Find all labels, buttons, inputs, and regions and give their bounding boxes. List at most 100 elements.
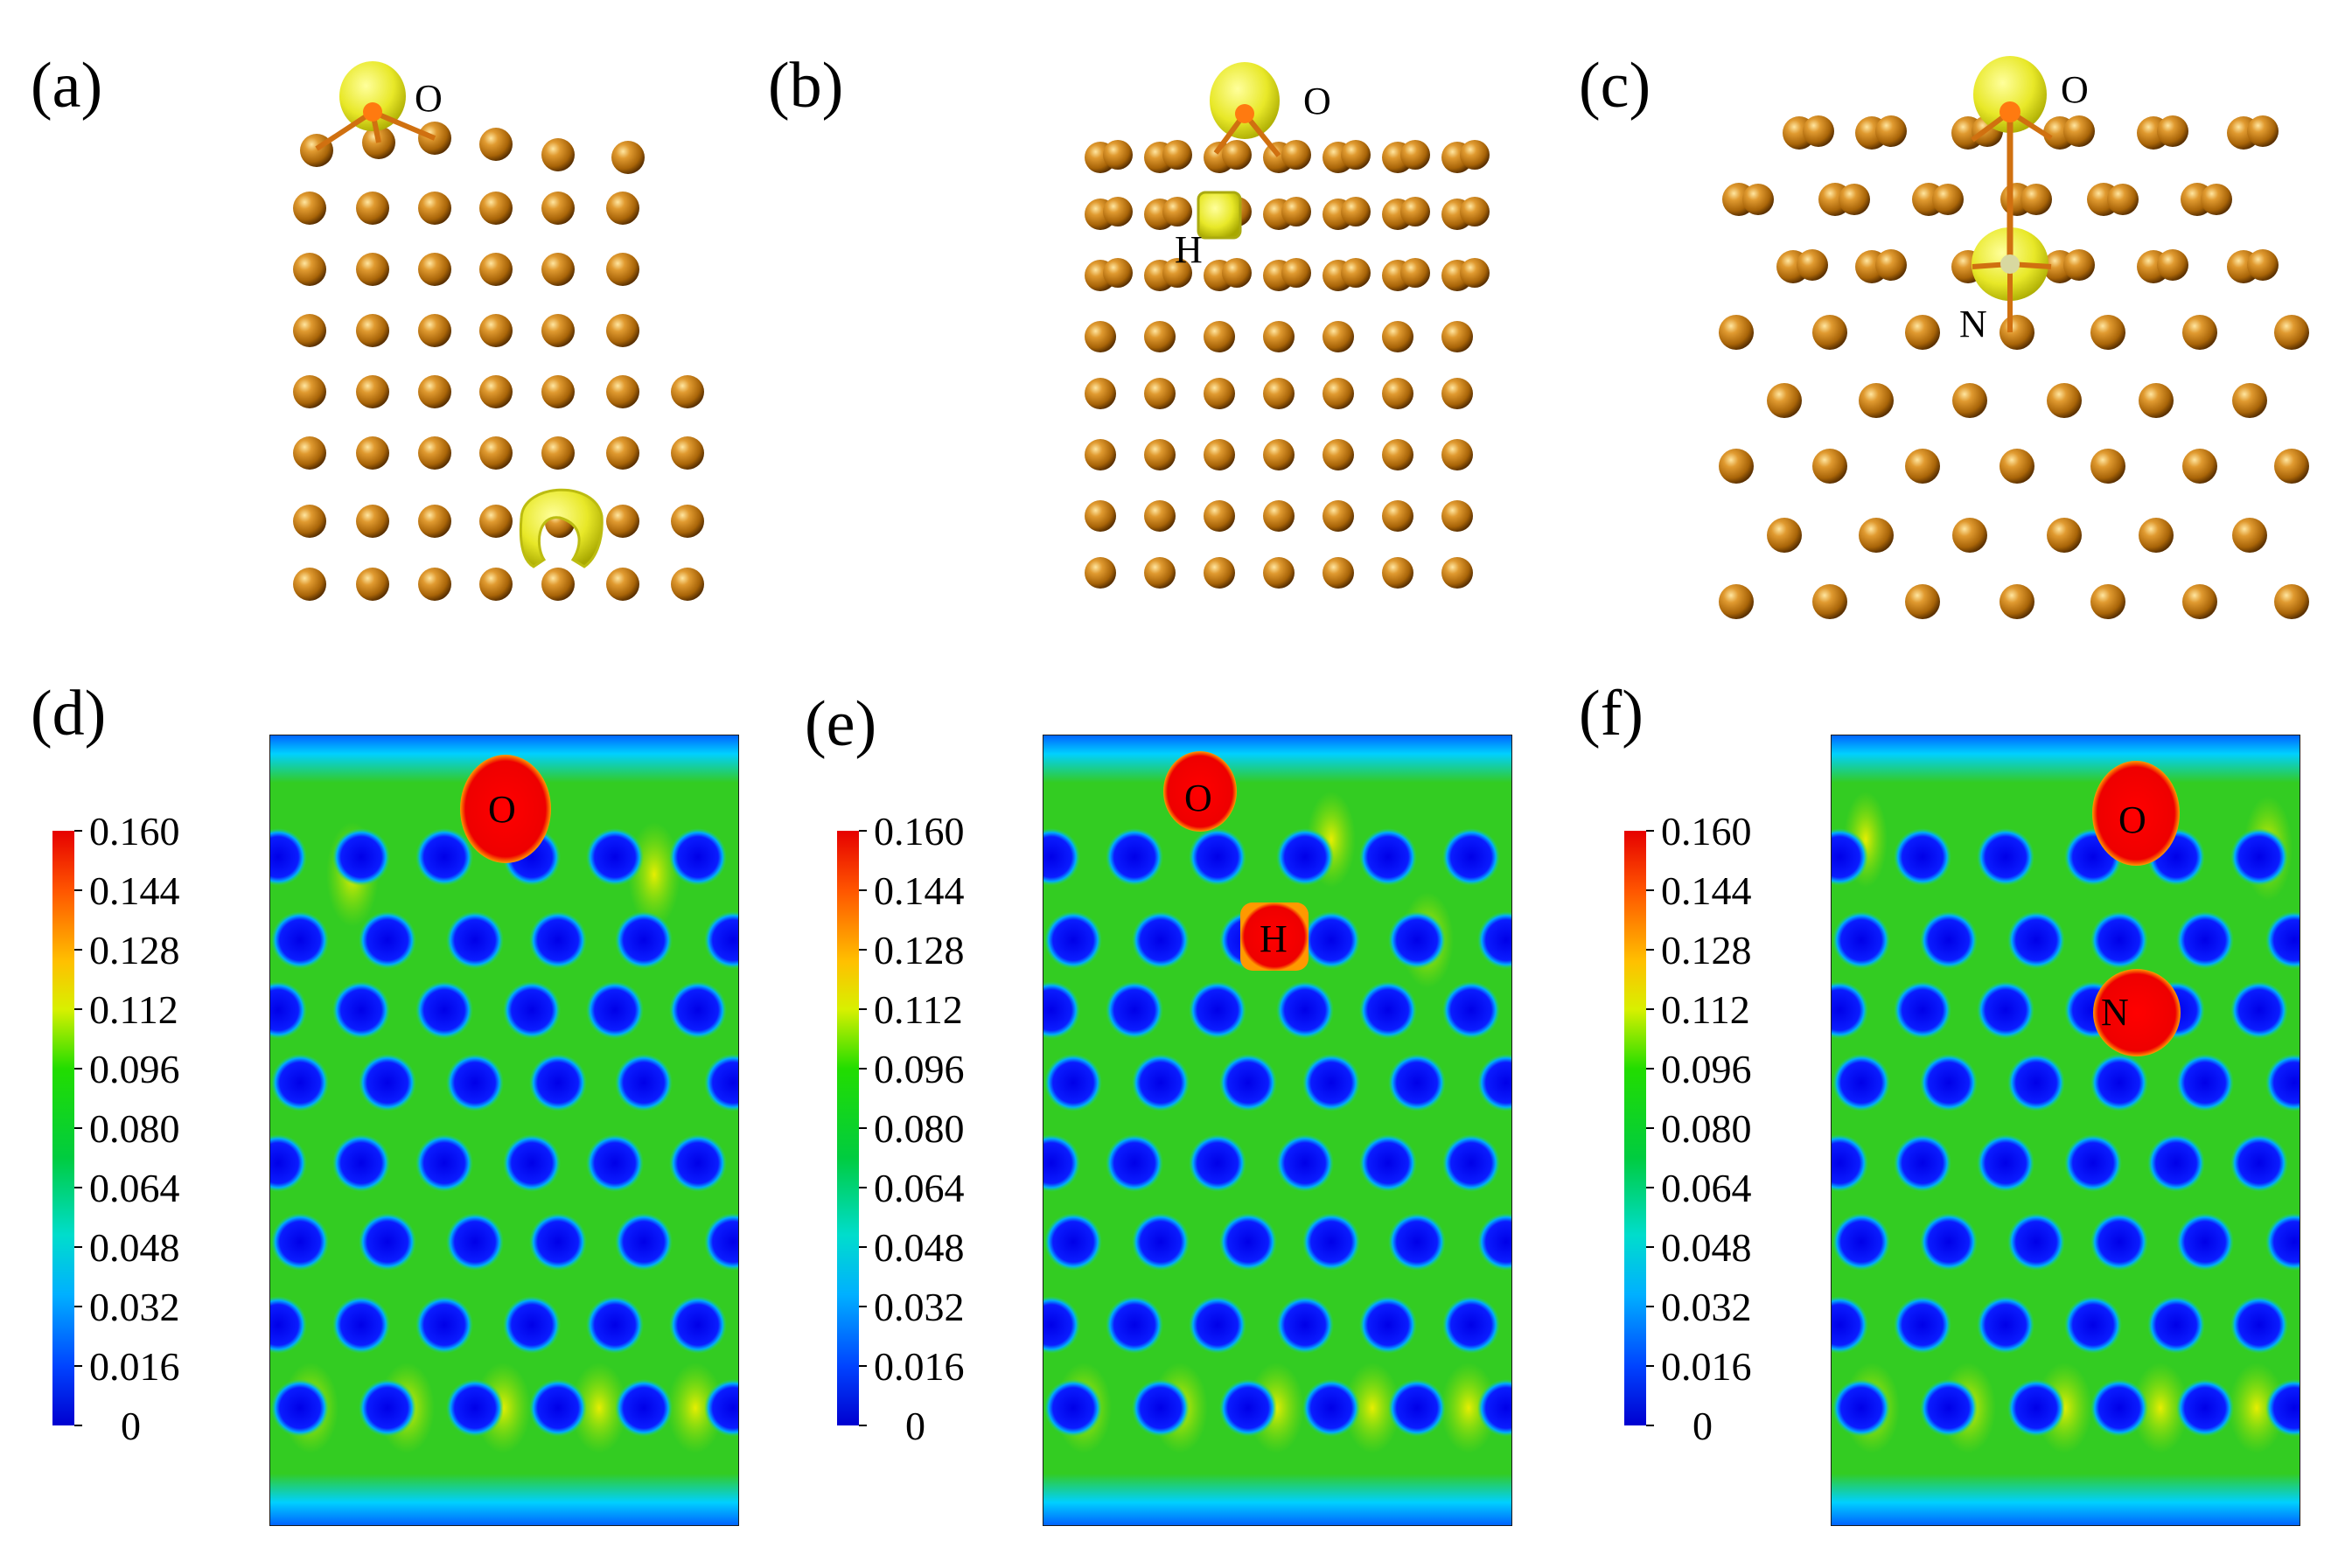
density-minimum: [269, 1296, 307, 1354]
colorbar-d: 0.1600.1440.1280.1120.0960.0800.0640.048…: [52, 809, 180, 1448]
copper-atom: [1812, 449, 1847, 484]
density-feature: [1441, 1362, 1497, 1453]
copper-atom: [479, 253, 513, 286]
copper-atom: [2182, 449, 2217, 484]
density-minimum: [332, 1296, 390, 1354]
density-minimum: [1477, 1213, 1512, 1271]
density-minimum: [1106, 981, 1163, 1039]
density-minimum: [1977, 1134, 2034, 1192]
map-top-band: [1043, 735, 1512, 783]
density-minimum: [415, 1134, 473, 1192]
colorbar-tick-label: 0.048: [89, 1225, 180, 1270]
density-minimum: [586, 828, 644, 886]
oxygen-density-d: [460, 755, 551, 863]
density-minimum: [2090, 911, 2148, 969]
colorbar-e-ticks: 0.1600.1440.1280.1120.0960.0800.0640.048…: [859, 809, 965, 1448]
density-minimum: [1920, 1213, 1978, 1271]
density-minimum: [1831, 1296, 1868, 1354]
copper-atom: [2090, 315, 2125, 350]
density-minimum: [1894, 1134, 1951, 1192]
map-label-n-f: N: [2101, 991, 2129, 1034]
copper-atom: [2182, 584, 2217, 619]
density-minimum: [503, 1134, 561, 1192]
colorbar-tick-label: 0.080: [89, 1106, 180, 1151]
colorbar-tick-label: 0.080: [1661, 1106, 1752, 1151]
colorbar-tick-label: 0: [905, 1404, 925, 1448]
panel-label-e: (e): [805, 688, 876, 760]
density-minimum: [269, 981, 307, 1039]
copper-atom: [1441, 557, 1473, 589]
copper-atom: [418, 253, 451, 286]
map-bottom-band: [1043, 1474, 1512, 1526]
density-minimum: [2090, 1379, 2148, 1437]
density-minimum: [615, 1054, 673, 1112]
density-minimum: [1302, 1054, 1360, 1112]
copper-atom: [1719, 584, 1754, 619]
density-minimum: [1043, 828, 1080, 886]
density-minimum: [1920, 1054, 1978, 1112]
copper-atom: [1875, 115, 1907, 147]
copper-atom: [1263, 500, 1295, 532]
copper-atom: [293, 505, 326, 538]
copper-atom: [2274, 584, 2309, 619]
copper-atom: [1085, 500, 1116, 532]
copper-atom: [1460, 140, 1490, 170]
colorbar-tick-label: 0.160: [1661, 809, 1752, 854]
copper-atom: [479, 505, 513, 538]
colorbar-tick-label: 0.096: [1661, 1047, 1752, 1091]
copper-atom: [479, 314, 513, 347]
density-feature: [1344, 1362, 1400, 1453]
colorbar-tick-label: 0.096: [89, 1047, 180, 1091]
colorbar-tick-label: 0.064: [1661, 1166, 1752, 1210]
atom-label-o-a: O: [415, 77, 443, 120]
colorbar-tick-label: 0.064: [89, 1166, 180, 1210]
copper-atom: [541, 436, 575, 470]
density-minimum: [1044, 911, 1102, 969]
colorbar-tick-label: 0.128: [874, 928, 965, 972]
oxygen-density-f: [2092, 761, 2180, 866]
copper-atom: [1460, 197, 1490, 226]
copper-atom: [1144, 439, 1176, 470]
density-minimum: [615, 1213, 673, 1271]
density-minimum: [1106, 828, 1163, 886]
copper-atom: [1441, 439, 1473, 470]
copper-atom: [1222, 258, 1252, 288]
copper-atom: [1323, 500, 1354, 532]
density-minimum: [1359, 828, 1417, 886]
colorbar-tick-label: 0.048: [874, 1225, 965, 1270]
colorbar-tick-label: 0.112: [89, 987, 178, 1032]
copper-atom: [2090, 584, 2125, 619]
panel-b-structure: O H: [1085, 62, 1490, 589]
copper-atom: [541, 138, 575, 171]
density-minimum: [1132, 911, 1190, 969]
density-minimum: [2265, 1379, 2300, 1437]
colorbar-d-gradient: [52, 831, 74, 1425]
copper-atom: [1952, 383, 1987, 418]
copper-atom: [2157, 249, 2188, 281]
density-minimum: [332, 981, 390, 1039]
colorbar-f: 0.1600.1440.1280.1120.0960.0800.0640.048…: [1624, 809, 1752, 1448]
density-map-f: [1831, 735, 2300, 1526]
density-minimum: [269, 1134, 307, 1192]
density-minimum: [2176, 911, 2234, 969]
panel-label-a: (a): [31, 50, 102, 122]
atom-label-o-b: O: [1303, 80, 1331, 122]
density-minimum: [1043, 1296, 1080, 1354]
copper-atom: [1263, 439, 1295, 470]
density-minimum: [1276, 1134, 1334, 1192]
copper-atom: [1085, 557, 1116, 589]
density-minimum: [529, 1054, 587, 1112]
copper-atom: [1103, 140, 1133, 170]
colorbar-tick-label: 0.112: [1661, 987, 1750, 1032]
density-feature: [571, 1362, 627, 1453]
copper-atom: [1719, 449, 1754, 484]
hydrogen-isosurface-b: [1197, 191, 1242, 240]
copper-atom: [1085, 439, 1116, 470]
copper-atom: [356, 568, 389, 601]
copper-atom: [1859, 518, 1894, 553]
density-minimum: [2147, 1296, 2205, 1354]
copper-atom: [1905, 584, 1940, 619]
copper-atom: [1204, 321, 1235, 352]
colorbar-tick-label: 0.016: [89, 1344, 180, 1389]
copper-atom: [479, 375, 513, 408]
